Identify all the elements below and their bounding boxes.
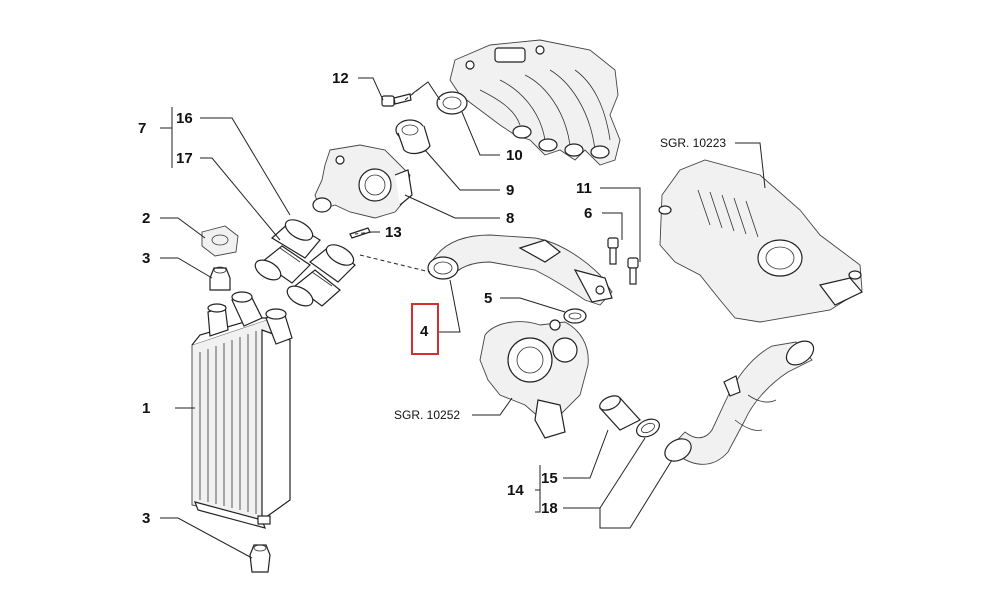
callout-2[interactable]: 2 — [142, 210, 150, 227]
reference-air-filter[interactable]: SGR. 10223 — [660, 136, 726, 150]
callout-18[interactable]: 18 — [541, 500, 558, 517]
intake-pipe-4[interactable] — [427, 234, 613, 306]
callout-11[interactable]: 11 — [576, 180, 592, 197]
manifold-flange[interactable] — [436, 91, 468, 115]
highlight-box-part-4 — [411, 303, 439, 355]
rubber-mount-bottom[interactable] — [249, 544, 271, 573]
screw-12[interactable] — [381, 93, 412, 107]
callout-13[interactable]: 13 — [385, 224, 402, 241]
callout-16[interactable]: 16 — [176, 110, 193, 127]
callout-12[interactable]: 12 — [332, 70, 349, 87]
bracket-2[interactable] — [201, 225, 239, 257]
callout-4[interactable]: 4 — [420, 323, 429, 340]
o-ring-5[interactable] — [563, 308, 587, 324]
callout-7[interactable]: 7 — [138, 120, 146, 137]
callout-15[interactable]: 15 — [541, 470, 558, 487]
callout-3-bottom[interactable]: 3 — [142, 510, 150, 527]
sleeve-9[interactable] — [395, 119, 431, 155]
callout-17[interactable]: 17 — [176, 150, 193, 167]
rubber-mount-top[interactable] — [209, 266, 231, 291]
callout-9[interactable]: 9 — [506, 182, 514, 199]
air-filter-box[interactable] — [658, 159, 863, 323]
throttle-body[interactable] — [312, 144, 413, 219]
leader-lines — [160, 77, 766, 559]
turbocharger[interactable] — [479, 319, 589, 439]
hose-16[interactable] — [252, 216, 321, 284]
clamp-18[interactable] — [634, 416, 663, 441]
intake-manifold[interactable] — [449, 39, 621, 166]
callout-10[interactable]: 10 — [506, 147, 523, 164]
callout-6[interactable]: 6 — [584, 205, 592, 222]
hose-17[interactable] — [284, 241, 357, 310]
callout-1[interactable]: 1 — [142, 400, 150, 417]
hose-14[interactable] — [661, 336, 818, 465]
callout-14[interactable]: 14 — [507, 482, 524, 499]
callout-5[interactable]: 5 — [484, 290, 492, 307]
intercooler[interactable] — [191, 291, 293, 529]
callout-8[interactable]: 8 — [506, 210, 514, 227]
pin-13[interactable] — [349, 227, 371, 239]
sleeve-15[interactable] — [597, 393, 641, 431]
callout-3-top[interactable]: 3 — [142, 250, 150, 267]
bolt-11[interactable] — [627, 257, 639, 285]
bolt-6[interactable] — [607, 237, 619, 265]
reference-turbo[interactable]: SGR. 10252 — [394, 408, 460, 422]
